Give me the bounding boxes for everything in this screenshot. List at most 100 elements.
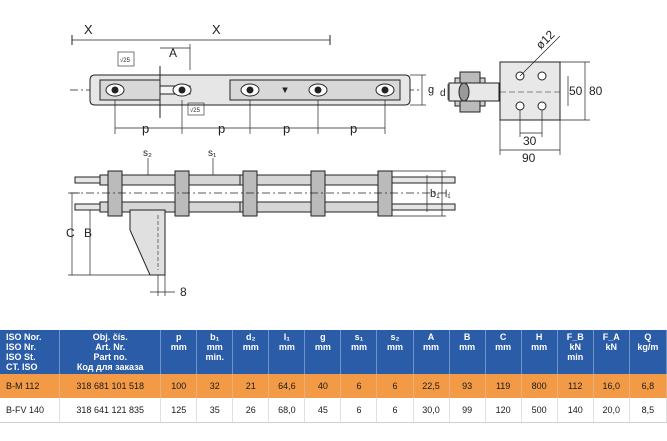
table-cell: 35 (196, 398, 234, 423)
label-a: A (169, 46, 177, 60)
table-cell: 16,0 (593, 374, 630, 398)
column-header-line: Art. Nr. (95, 342, 126, 352)
table-cell: 8,5 (629, 398, 667, 423)
technical-drawing: X X A p p p p g √25 √25 (66, 22, 603, 299)
table-cell: 112 (557, 374, 594, 398)
section-mark-x-left: X (84, 22, 93, 37)
column-header-line: mm (170, 342, 187, 352)
label-50: 50 (569, 84, 583, 98)
column-header-line: A (427, 332, 435, 342)
column-header-line: mm (278, 342, 295, 352)
column-header-line: l₁ (283, 332, 290, 342)
column-header-line: kg/m (637, 342, 659, 352)
column-header-line: mm (495, 342, 512, 352)
label-b1: b₁ (430, 188, 440, 200)
end-view-labels: d ø12 50 80 30 90 (440, 27, 603, 165)
table-cell: 40 (304, 374, 342, 398)
column-header-line: kN (569, 342, 581, 352)
label-g: g (428, 84, 434, 96)
column-header-line: s₂ (390, 332, 400, 342)
label-30: 30 (523, 134, 537, 148)
column-header-line: g (320, 332, 326, 342)
column-header-line: B (463, 332, 471, 342)
table-cell: 26 (232, 398, 270, 423)
table-cell: 800 (521, 374, 558, 398)
column-header-line: p (175, 332, 182, 342)
section-mark-x-right: X (212, 22, 221, 37)
label-l1: l₁ (445, 189, 451, 200)
table-cell: B-M 112 (0, 374, 61, 398)
label-p1: p (142, 121, 149, 136)
table-cell: 45 (304, 398, 342, 423)
roughness-2: √25 (190, 107, 201, 114)
column-header-line: min (567, 352, 584, 362)
table-cell: 100 (160, 374, 198, 398)
label-p2: p (218, 121, 225, 136)
front-view (68, 158, 456, 296)
column-header-line: mm (386, 342, 403, 352)
column-header-line: mm (531, 342, 548, 352)
table-cell: 20,0 (593, 398, 630, 423)
column-header-line: F_B (566, 332, 584, 342)
column-header-line: mm (459, 342, 476, 352)
column-header: ISO Nor.ISO Nr.ISO St.CT. ISO (0, 330, 61, 374)
label-b: B (84, 226, 92, 240)
table-cell: 125 (160, 398, 198, 423)
table-cell: 64,6 (268, 374, 306, 398)
table-cell: 93 (449, 374, 486, 398)
column-header-line: Код для заказа (76, 362, 144, 372)
table-cell: 6 (340, 374, 378, 398)
label-8: 8 (180, 285, 187, 299)
column-header-line: mm (314, 342, 331, 352)
spec-table: ISO Nor.ISO Nr.ISO St.CT. ISO Obj. čís.Ar… (0, 330, 667, 423)
table-cell: 30,0 (413, 398, 450, 423)
table-cell: B-FV 140 (0, 398, 61, 423)
label-80: 80 (589, 84, 603, 98)
column-header-line: mm (423, 342, 440, 352)
top-view (70, 35, 426, 134)
table-cell: 21 (232, 374, 270, 398)
column-header-line: Obj. čís. (92, 332, 128, 342)
label-d: d (440, 88, 446, 99)
spec-table-header: ISO Nor.ISO Nr.ISO St.CT. ISO Obj. čís.Ar… (0, 330, 667, 374)
table-cell: 119 (485, 374, 522, 398)
column-header-line: mm (242, 342, 259, 352)
roughness-1: √25 (120, 57, 131, 64)
table-cell: 6 (376, 398, 414, 423)
column-header-line: Part no. (93, 352, 127, 362)
label-p3: p (283, 121, 290, 136)
label-s2: s₂ (143, 148, 152, 159)
column-header-line: s₁ (354, 332, 364, 342)
label-p4: p (350, 121, 357, 136)
front-view-labels: s₂ s₁ b₁ l₁ C B 8 (66, 148, 451, 299)
table-cell: 99 (449, 398, 486, 423)
table-cell: 120 (485, 398, 522, 423)
column-header-line: ISO Nr. (6, 342, 37, 352)
end-view (447, 35, 590, 155)
table-cell: 6 (340, 398, 378, 423)
table-cell: 140 (557, 398, 594, 423)
column-header-line: H (535, 332, 543, 342)
column-header-line: mm (350, 342, 367, 352)
column-header-line: Q (644, 332, 652, 342)
top-view-labels: X X A p p p p g √25 √25 (84, 22, 434, 136)
column-header-line: CT. ISO (6, 362, 38, 372)
column-header-line: ISO St. (6, 352, 36, 362)
column-header-line: kN (605, 342, 618, 352)
label-c: C (66, 226, 75, 240)
table-cell: 32 (196, 374, 234, 398)
column-header-line: mm (206, 342, 223, 352)
column-header-line: b₁ (210, 332, 220, 342)
table-cell: 68,0 (268, 398, 306, 423)
